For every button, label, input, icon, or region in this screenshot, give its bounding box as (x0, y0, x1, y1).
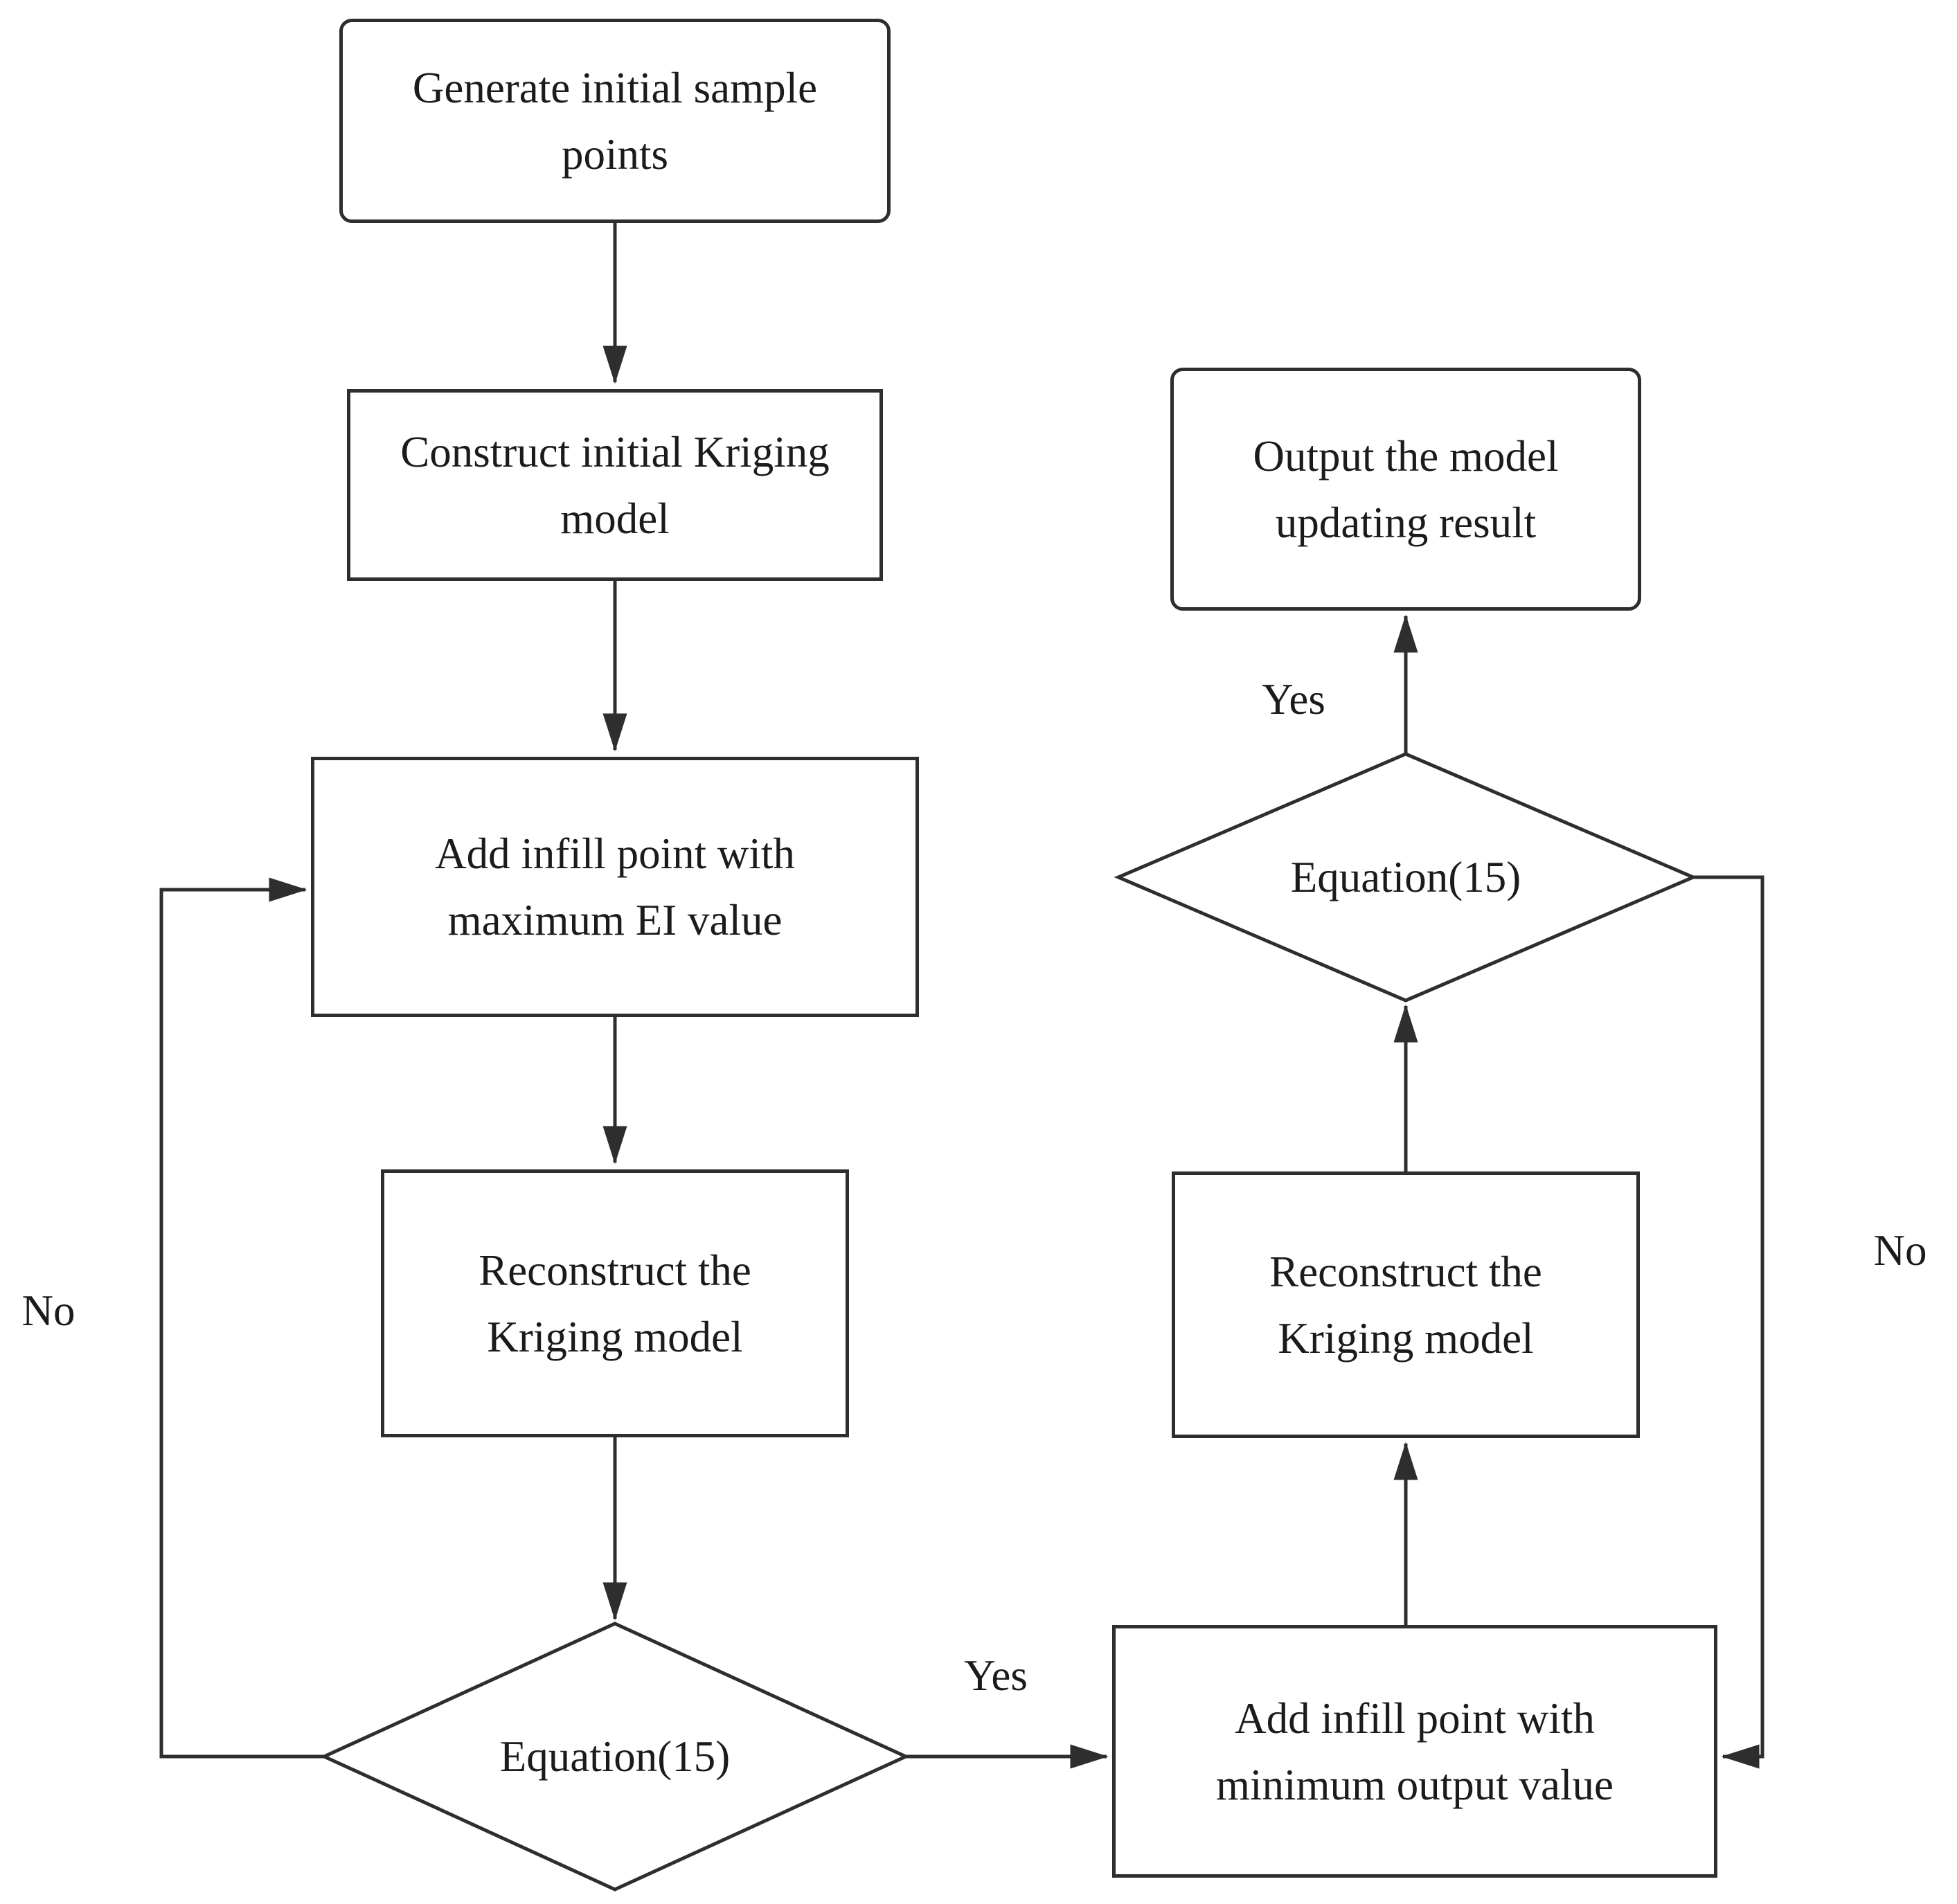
decision-right-label: Equation(15) (1290, 853, 1521, 901)
node-label-line: Kriging model (487, 1312, 743, 1361)
node-label-line: Kriging model (1278, 1313, 1534, 1363)
node-label-line: Output the model (1253, 431, 1559, 481)
decision-left-label: Equation(15) (499, 1732, 731, 1781)
edge-label-no-left: No (21, 1286, 75, 1335)
node-label-line: Reconstruct the (1269, 1247, 1542, 1296)
node-reconstruct-kriging-model-right: Reconstruct the Kriging model (1172, 1171, 1640, 1438)
node-label-line: Add infill point with (435, 829, 795, 878)
edge-label-yes-left: Yes (964, 1651, 1028, 1700)
node-construct-initial-kriging-model: Construct initial Kriging model (347, 389, 883, 581)
node-label-line: minimum output value (1216, 1760, 1614, 1809)
edge-decision-left-no-loop (159, 877, 324, 1759)
node-generate-initial-sample-points: Generate initial sample points (339, 19, 891, 223)
edge-decision-right-no-loop (1693, 875, 1764, 1769)
node-label-line: Construct initial Kriging (400, 427, 830, 476)
node-add-infill-point-max-ei: Add infill point with maximum EI value (311, 757, 919, 1017)
node-add-infill-point-min-output: Add infill point with minimum output val… (1112, 1625, 1717, 1878)
node-label-line: maximum EI value (447, 896, 783, 944)
edge-label-no-right: No (1873, 1226, 1927, 1275)
node-label-line: Generate initial sample (412, 63, 818, 112)
node-label-line: model (560, 494, 670, 543)
node-label-line: updating result (1275, 498, 1537, 547)
node-output-model-updating-result: Output the model updating result (1170, 368, 1641, 611)
node-label-line: Add infill point with (1235, 1694, 1595, 1743)
node-reconstruct-kriging-model-left: Reconstruct the Kriging model (381, 1169, 849, 1437)
node-label-line: Reconstruct the (479, 1246, 751, 1295)
edge-label-yes-right: Yes (1262, 675, 1325, 724)
decision-left-shape (319, 1622, 911, 1892)
decision-right-shape (1114, 752, 1698, 1003)
node-label-line: points (561, 129, 669, 179)
